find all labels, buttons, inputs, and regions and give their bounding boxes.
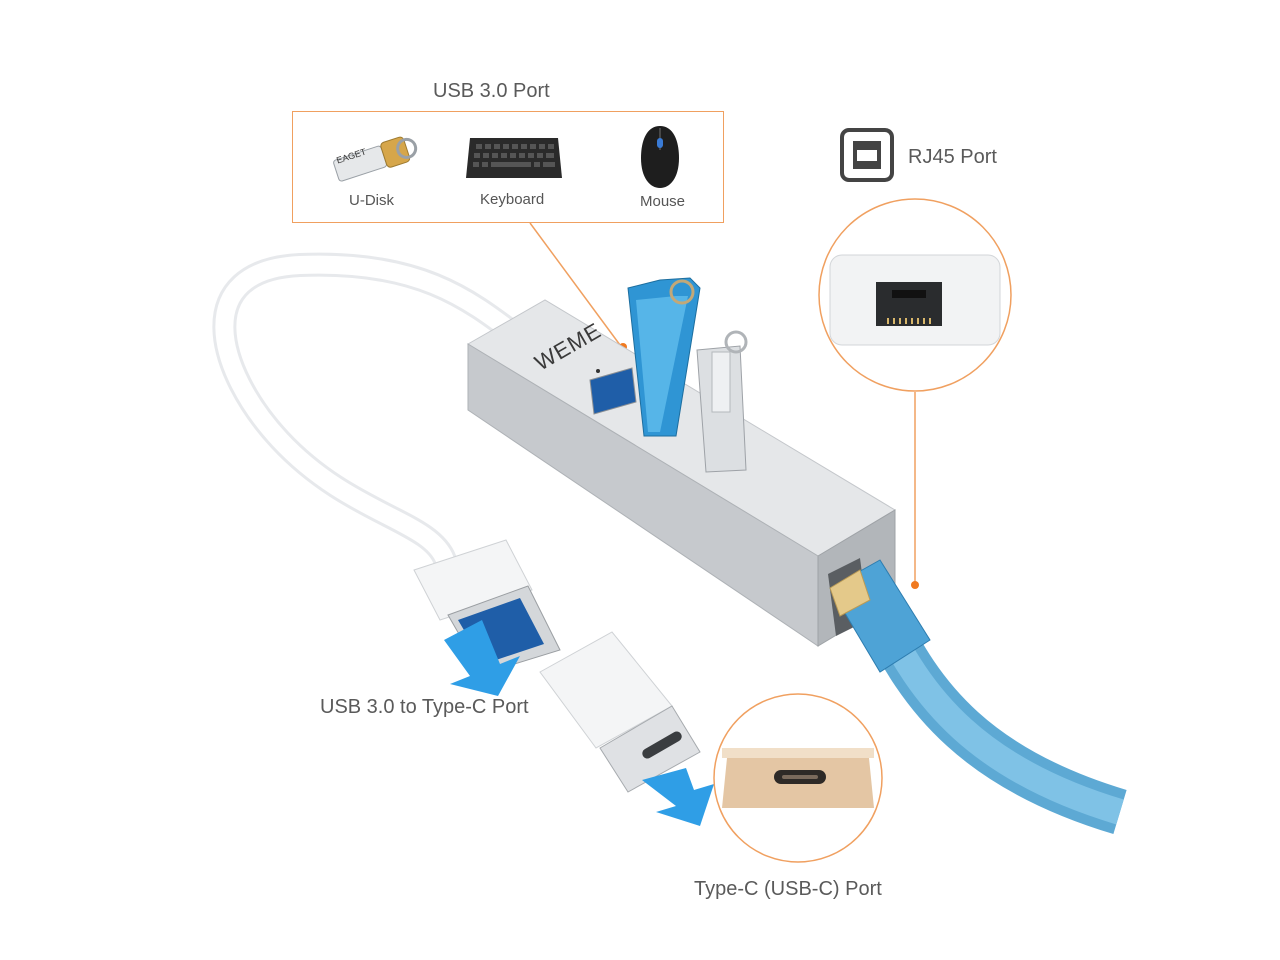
mouse-icon xyxy=(641,126,679,188)
rj45-magnified-circle xyxy=(818,198,1012,392)
keyboard-icon xyxy=(466,138,562,178)
usb-port-title: USB 3.0 Port xyxy=(433,80,550,102)
blue-flash-drive xyxy=(627,277,701,437)
type-c-magnified-circle xyxy=(713,693,883,863)
silver-flash-drive xyxy=(696,330,748,473)
rj45-port-title: RJ45 Port xyxy=(908,146,997,168)
type-c-port-title: Type-C (USB-C) Port xyxy=(694,878,882,900)
adapter-port-title: USB 3.0 to Type-C Port xyxy=(320,696,529,718)
ethernet-port-icon xyxy=(840,128,894,182)
adapter-arrow xyxy=(444,620,520,696)
type-c-arrow xyxy=(642,768,714,826)
rj45-callout-dot xyxy=(911,581,919,589)
u-disk-label: U-Disk xyxy=(349,192,394,209)
ethernet-cable xyxy=(829,559,1127,835)
usb-flash-drive-icon xyxy=(333,136,418,182)
type-c-adapter xyxy=(539,631,701,793)
keyboard-label: Keyboard xyxy=(480,191,545,208)
callout-lines xyxy=(529,222,916,583)
mouse-label: Mouse xyxy=(640,193,686,210)
